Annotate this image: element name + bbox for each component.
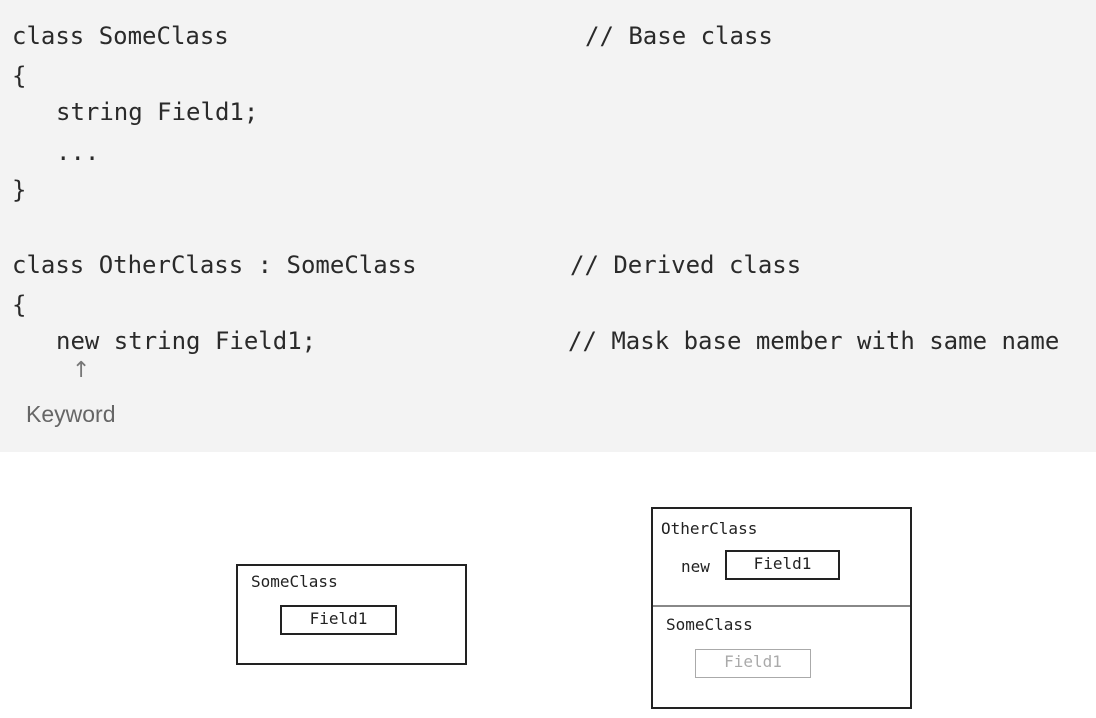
derived-class-declaration: class OtherClass : SomeClass: [12, 251, 417, 279]
derived-open-brace: {: [12, 291, 27, 319]
base-ellipsis: ...: [56, 138, 100, 166]
base-open-brace: {: [12, 62, 27, 90]
keyword-annotation: Keyword: [26, 401, 116, 427]
base-class-declaration: class SomeClass: [12, 22, 229, 50]
someclass-box: SomeClass Field1: [236, 564, 467, 665]
section-divider: [653, 605, 910, 607]
derived-field-declaration: new string Field1;: [56, 327, 317, 355]
otherclass-new-field1: Field1: [725, 550, 840, 580]
otherclass-box-title: OtherClass: [661, 519, 758, 538]
inherited-someclass-title: SomeClass: [666, 615, 753, 634]
someclass-field1: Field1: [280, 605, 397, 635]
masked-base-field1: Field1: [695, 649, 811, 678]
someclass-box-title: SomeClass: [251, 572, 338, 591]
code-panel: class SomeClass // Base class { string F…: [0, 0, 1096, 452]
derived-class-comment: // Derived class: [570, 251, 802, 279]
base-close-brace: }: [12, 176, 27, 204]
base-field-declaration: string Field1;: [56, 98, 259, 126]
base-class-comment: // Base class: [585, 22, 773, 50]
new-keyword-label: new: [681, 557, 710, 576]
mask-comment: // Mask base member with same name: [568, 327, 1060, 355]
up-arrow-icon: ↑: [72, 358, 91, 383]
otherclass-box: OtherClass new Field1 SomeClass Field1: [651, 507, 912, 709]
